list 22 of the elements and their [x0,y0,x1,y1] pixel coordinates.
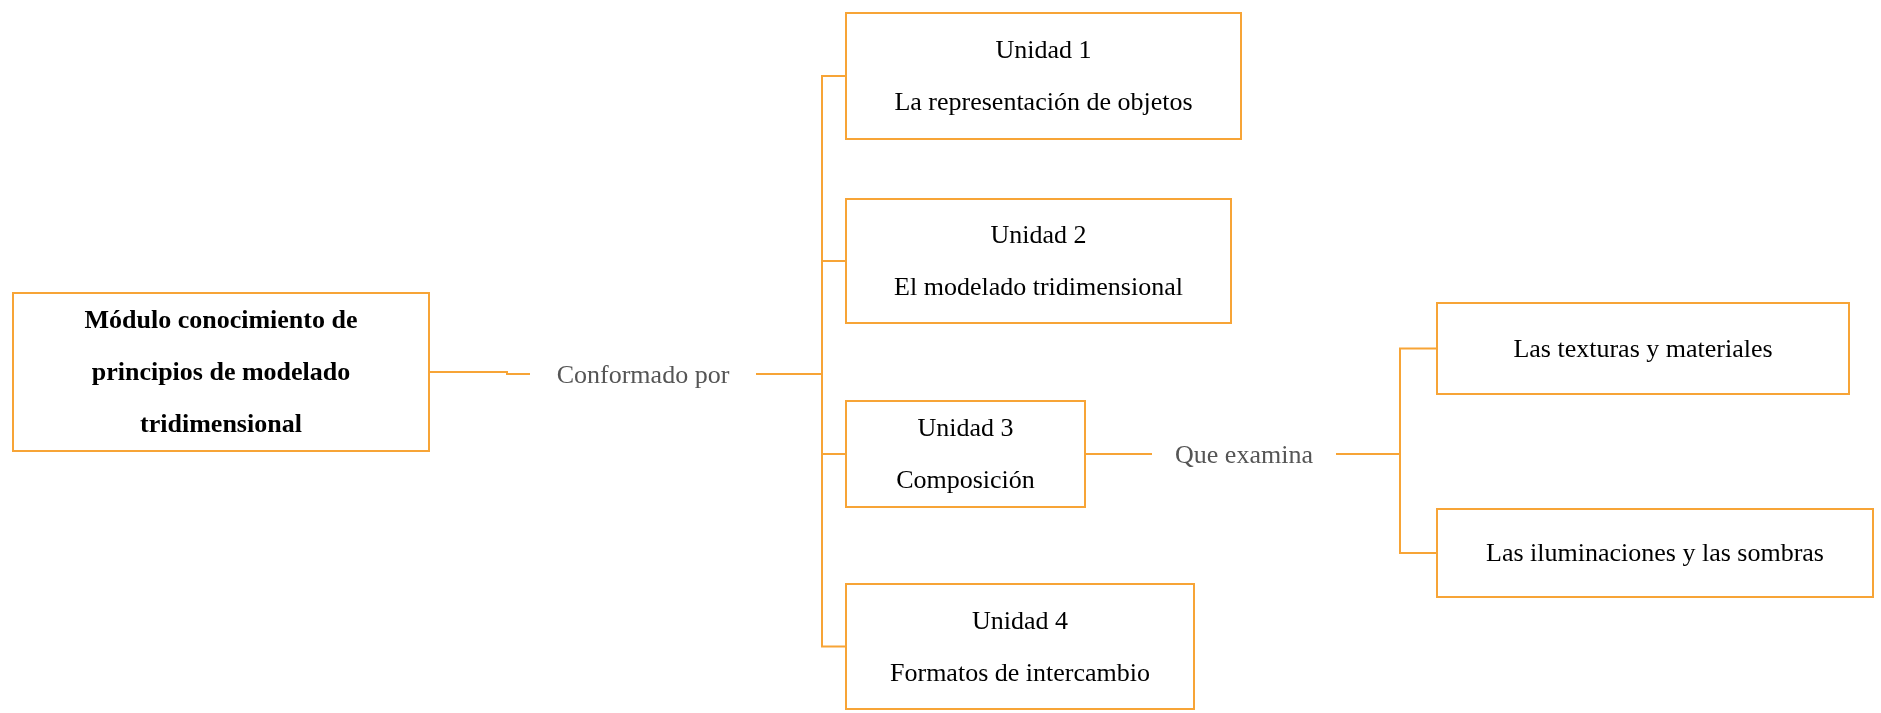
topic-box [845,12,1242,140]
connector-line [1335,453,1437,554]
topic-text: Las texturas y materiales [1513,332,1773,365]
unit-title: Unidad 2 [990,219,1087,251]
topic-box [845,400,1086,508]
unit-title: Unidad 1 [995,34,1092,66]
topic-text: Las iluminaciones y las sombras [1486,537,1824,569]
connector-line [755,373,846,648]
topic-box [1436,508,1874,598]
unit-title: Unidad 4 [971,604,1068,637]
connector-line [1085,453,1153,455]
topic-text: Composición [896,464,1035,496]
topic-text: Formatos de intercambio [890,656,1150,689]
topic-title: Módulo conocimiento de principios de modelado tridimensional [83,304,359,440]
connector-line [429,371,531,375]
topic-text: El modelado tridimensional [894,271,1183,303]
topic-box [845,198,1232,324]
topic-box [845,583,1195,710]
topic-text: La representación de objetos [894,86,1193,118]
main-topic-box [12,292,430,452]
topic-box [1436,302,1850,395]
unit-title: Unidad 3 [917,412,1014,444]
